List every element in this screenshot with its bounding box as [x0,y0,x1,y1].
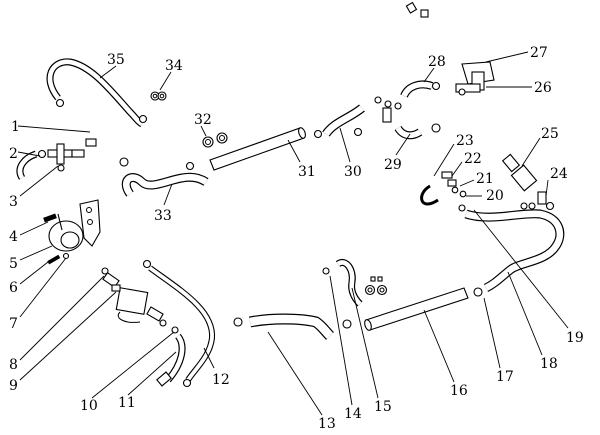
callout-26: 26 [534,80,552,96]
callout-14: 14 [344,406,362,422]
part-1-long-hose [85,1,429,147]
part-31-pipe [185,127,323,171]
part-33-bent-hose [119,157,209,197]
callout-2: 2 [9,146,18,162]
callout-33: 33 [154,208,172,224]
callout-24: 24 [550,166,568,182]
callout-5: 5 [9,256,18,272]
part-35-loop-hose [46,58,148,128]
callout-17: 17 [496,369,514,385]
leader-lines [17,51,569,416]
callout-28: 28 [428,54,446,70]
callout-18: 18 [540,356,558,372]
part-4-7-canister-bracket [43,199,101,265]
callout-8: 8 [9,357,18,373]
callout-25: 25 [541,126,559,142]
part-12-curved-hose [142,259,216,388]
callout-30: 30 [344,164,362,180]
part-16-pipe [364,287,469,331]
callout-13: 13 [318,416,336,432]
callout-1: 1 [11,119,20,135]
callout-16: 16 [450,383,468,399]
part-26-29-fittings [374,61,495,140]
part-14-15-hose [322,259,388,307]
callout-7: 7 [9,316,18,332]
callout-6: 6 [9,280,18,296]
part-34-clamps [150,91,167,101]
callout-3: 3 [9,194,18,210]
callout-23: 23 [456,133,474,149]
callout-10: 10 [80,398,98,414]
callout-22: 22 [464,151,482,167]
callout-15: 15 [374,399,392,415]
part-8-11-valve-assembly [101,267,186,387]
callout-27: 27 [530,45,548,61]
callout-35: 35 [107,52,125,68]
callout-20: 20 [486,188,504,204]
part-13-bent-pipe [233,313,352,340]
callout-34: 34 [165,58,183,74]
callout-9: 9 [9,378,18,394]
callout-31: 31 [298,164,316,180]
callout-12: 12 [212,372,230,388]
callout-19: 19 [566,330,584,346]
part-32-clamps [202,132,228,148]
part-18-19-hose [464,209,565,297]
callout-labels: 1 2 3 4 5 6 7 8 9 10 11 12 13 14 15 16 1… [9,45,584,432]
callout-32: 32 [194,112,212,128]
callout-11: 11 [118,395,136,411]
part-30-angled-hose [322,104,365,137]
callout-4: 4 [9,229,18,245]
callout-29: 29 [384,157,402,173]
callout-21: 21 [476,171,494,187]
part-2-3-tee-fitting [16,143,85,180]
part-20-25-fittings [420,153,555,212]
